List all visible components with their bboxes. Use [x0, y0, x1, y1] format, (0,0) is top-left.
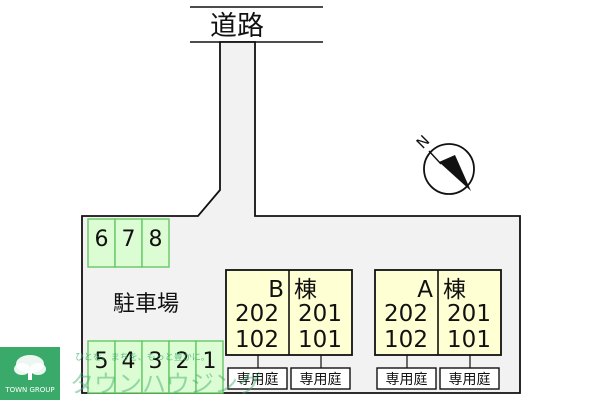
- parking-space-number: 2: [176, 349, 190, 374]
- building-letter: B: [268, 277, 284, 303]
- unit-number-upper: 202: [384, 301, 428, 327]
- parking-space-6: [87, 218, 116, 268]
- parking-space-number: 1: [203, 349, 217, 374]
- parking-space-number: 4: [122, 349, 136, 374]
- north-arrow-icon: [439, 155, 471, 191]
- compass: N: [413, 132, 475, 195]
- watermark-tagline: ひとを、まちを、もっと豊かに。: [75, 351, 210, 363]
- parking-space-number: 8: [149, 227, 163, 252]
- parking-label: 駐車場: [113, 292, 179, 317]
- company-name: TOWN GROUP: [4, 386, 54, 394]
- parking-space-4: [114, 340, 143, 394]
- unit-number-upper: 201: [447, 301, 491, 327]
- private-garden-label: 専用庭: [386, 371, 428, 388]
- unit-number-upper: 201: [298, 301, 342, 327]
- unit-number-lower: 102: [235, 327, 279, 353]
- parking-space-number: 7: [122, 227, 136, 252]
- tree-icon: [14, 355, 46, 380]
- watermark-logo-text: タウンハウジング: [70, 370, 262, 398]
- watermark: TOWN GROUP ひとを、まちを、もっと豊かに。 タウンハウジング: [0, 347, 262, 400]
- unit-number-lower: 101: [447, 327, 491, 353]
- unit-number-lower: 101: [298, 327, 342, 353]
- private-garden-label: 専用庭: [300, 371, 342, 388]
- building-letter: A: [417, 277, 433, 303]
- unit-number-lower: 102: [384, 327, 428, 353]
- private-garden-label: 専用庭: [237, 371, 279, 388]
- parking-space-number: 6: [95, 227, 109, 252]
- road: 道路: [190, 6, 323, 43]
- parking-space-number: 3: [149, 349, 163, 374]
- private-garden-label: 専用庭: [449, 371, 491, 388]
- parking-space-5: [87, 340, 116, 394]
- compass-north-label: N: [413, 132, 434, 153]
- parking-space-8: [141, 218, 170, 268]
- parking-space-2: [168, 340, 197, 394]
- north-arrow-shaft: [428, 150, 442, 165]
- parking-space-number: 5: [95, 349, 109, 374]
- parking-space-1: [195, 340, 224, 394]
- parking-space-7: [114, 218, 143, 268]
- unit-number-upper: 202: [235, 301, 279, 327]
- building-suffix: 棟: [443, 277, 466, 303]
- building-suffix: 棟: [294, 277, 317, 303]
- road-label: 道路: [210, 11, 264, 42]
